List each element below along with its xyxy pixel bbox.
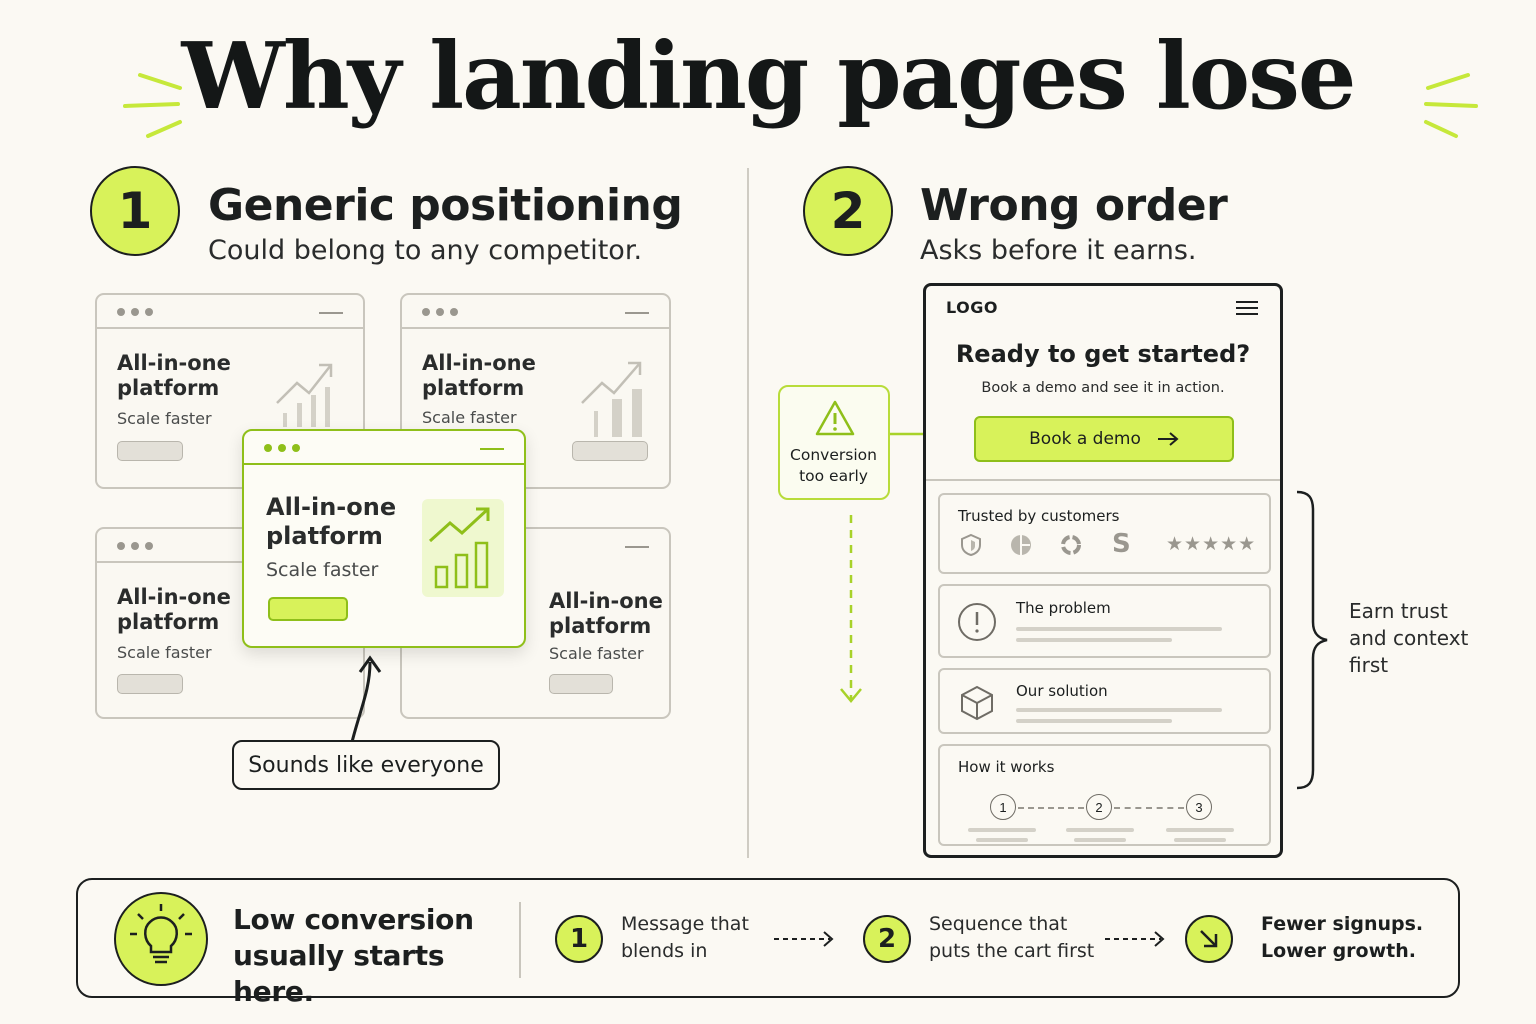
footer-headline: Low conversion usually starts here.: [233, 903, 474, 1008]
warning-text: Conversion too early: [790, 446, 877, 485]
window-title: All-in-one platform: [266, 493, 397, 550]
lightbulb-icon: [130, 904, 192, 964]
text-line: [1016, 627, 1222, 631]
text-line: [1174, 838, 1226, 842]
dashed-arrow-icon: [774, 931, 834, 947]
window-subtitle: Scale faster: [266, 559, 379, 581]
callout-arrow-icon: [350, 655, 382, 743]
brace-icon: [1296, 490, 1328, 790]
hero-headline: Ready to get started?: [955, 340, 1251, 368]
window-button: [117, 441, 183, 461]
text-line: [1016, 638, 1172, 642]
window-button: [117, 674, 183, 694]
window-title: All-in-one platform: [117, 351, 231, 400]
dashed-arrow-icon: [1105, 931, 1165, 947]
book-demo-label: Book a demo: [1029, 429, 1141, 449]
section-divider: [747, 168, 749, 858]
generic-window: All-in-one platform Scale faster: [400, 293, 671, 489]
window-button: [268, 597, 348, 621]
growth-chart-icon: [276, 363, 333, 427]
solution-card: Our solution: [938, 668, 1271, 734]
logo: LOGO: [946, 298, 998, 317]
text-line: [1016, 719, 1172, 723]
ring-logo-icon: [1061, 535, 1081, 555]
menu-icon[interactable]: [1236, 300, 1258, 316]
shield-icon: [961, 533, 981, 557]
footer-result: Fewer signups. Lower growth.: [1261, 913, 1424, 962]
pie-logo-icon: [1011, 535, 1031, 555]
warning-box: Conversion too early: [778, 385, 890, 500]
section2-title: Wrong order: [920, 180, 1228, 231]
page-title: Why landing pages lose: [181, 22, 1357, 130]
text-line: [1016, 708, 1222, 712]
s-logo-icon: S: [1112, 529, 1131, 559]
summary-bar: Low conversion usually starts here. 1 Me…: [76, 878, 1460, 1008]
how-title: How it works: [958, 758, 1055, 776]
text-line: [1074, 838, 1126, 842]
box-icon: [961, 685, 993, 721]
alert-circle-icon: [958, 603, 996, 641]
sparkle-icon-left: [123, 73, 182, 138]
window-subtitle: Scale faster: [422, 408, 517, 427]
window-subtitle: Scale faster: [549, 644, 644, 663]
text-line: [976, 838, 1028, 842]
step-connector: [1114, 807, 1184, 809]
section1-number: 1: [90, 166, 180, 256]
trust-title: Trusted by customers: [958, 507, 1120, 525]
section1-subtitle: Could belong to any competitor.: [208, 235, 643, 266]
window-subtitle: Scale faster: [117, 643, 212, 662]
down-dashed-arrow-icon: [840, 515, 862, 703]
arrow-down-right-icon: [1200, 930, 1218, 948]
step-connector: [1018, 807, 1084, 809]
footer-step-number: 2: [863, 915, 911, 963]
landing-page-mock: LOGO Ready to get started? Book a demo a…: [923, 283, 1283, 858]
footer-step-text: Sequence that puts the cart first: [929, 913, 1095, 962]
window-title: All-in-one platform: [422, 351, 536, 400]
window-button: [572, 441, 648, 461]
solution-title: Our solution: [1016, 682, 1108, 700]
window-button: [549, 674, 613, 694]
sparkle-icon-right: [1424, 73, 1478, 138]
trust-card: Trusted by customers S ★★★★★: [938, 493, 1271, 574]
how-it-works-card: How it works 1 2 3: [938, 744, 1271, 846]
section2-subtitle: Asks before it earns.: [920, 235, 1197, 266]
window-subtitle: Scale faster: [117, 409, 212, 428]
sounds-like-everyone-callout: Sounds like everyone: [232, 740, 500, 790]
text-line: [1066, 828, 1134, 832]
footer-step-text: Message that blends in: [621, 913, 749, 962]
warning-icon: [815, 400, 855, 436]
text-line: [968, 828, 1036, 832]
section1-title: Generic positioning: [208, 180, 683, 231]
result-badge: [1185, 915, 1233, 963]
book-demo-button[interactable]: Book a demo: [974, 416, 1234, 462]
section2-number: 2: [803, 166, 893, 256]
window-title: All-in-one platform: [117, 585, 231, 634]
chart-tile: [422, 499, 504, 597]
problem-title: The problem: [1016, 599, 1111, 617]
hero-divider: [926, 479, 1280, 481]
arrow-right-icon: [1157, 432, 1179, 446]
lightbulb-badge: [114, 892, 208, 986]
window-title: All-in-one platform: [549, 589, 663, 638]
highlighted-window: All-in-one platform Scale faster: [242, 429, 526, 648]
growth-chart-icon: [581, 361, 642, 437]
footer-divider: [519, 902, 521, 978]
step-number: 3: [1186, 794, 1212, 820]
side-note: Earn trust and context first: [1349, 599, 1469, 677]
problem-card: The problem: [938, 584, 1271, 658]
growth-chart-icon: [428, 507, 490, 589]
star-rating: ★★★★★: [1166, 534, 1257, 555]
generic-window: All-in-one platform Scale faster: [95, 293, 365, 489]
text-line: [1166, 828, 1234, 832]
footer-step-number: 1: [555, 915, 603, 963]
step-number: 1: [990, 794, 1016, 820]
hero-subhead: Book a demo and see it in action.: [981, 380, 1225, 396]
step-number: 2: [1086, 794, 1112, 820]
